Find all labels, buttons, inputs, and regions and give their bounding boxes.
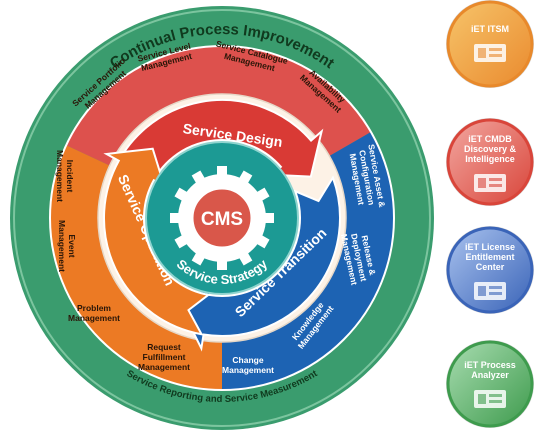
service-operation-arrow [103, 147, 211, 336]
service-transition-arrow [179, 175, 341, 352]
outer-ring-highlight [13, 9, 431, 427]
design-sector-sheen [66, 46, 371, 168]
process-label-line: Incident [65, 160, 75, 193]
app-line-icon [489, 394, 502, 397]
transition-sector [222, 132, 394, 390]
app-panel-icon [478, 394, 486, 404]
app-line-icon [489, 178, 502, 181]
badge-app-icon [474, 282, 506, 300]
cms-badge [190, 186, 254, 250]
process-label-line: Problem [77, 303, 111, 313]
product-badge[interactable]: iET ITSM [446, 0, 534, 88]
service-strategy-ring-edge [145, 141, 299, 295]
process-label-incident: IncidentManagement [55, 150, 75, 202]
app-line-icon [489, 400, 502, 403]
process-label-line: Management [55, 150, 65, 202]
badge-label-line: Center [476, 262, 505, 272]
badge-label-line: Discovery & [464, 144, 517, 154]
app-line-icon [489, 48, 502, 51]
badge-app-icon [474, 44, 506, 62]
cog-tooth [217, 166, 227, 176]
process-label-line: Fulfillment [143, 352, 186, 362]
badge-app-icon [474, 174, 506, 192]
badge-circle [446, 118, 534, 206]
badge-label-line: iET CMDB [468, 134, 512, 144]
cog-tooth [217, 260, 227, 270]
app-line-icon [489, 54, 502, 57]
badge-label-line: iET License [465, 242, 515, 252]
inner-band-border [97, 93, 347, 343]
operation-sector [49, 145, 222, 390]
app-line-icon [489, 292, 502, 295]
badge-label: iET ITSM [471, 24, 509, 34]
process-label-line: Management [68, 313, 120, 323]
badge-circle [446, 226, 534, 314]
process-ring [49, 46, 394, 390]
badge-circle [446, 340, 534, 428]
app-line-icon [489, 184, 502, 187]
process-label-line: Management [222, 365, 274, 375]
process-label-event: EventManagement [57, 220, 77, 272]
badge-label-line: iET Process [464, 360, 516, 370]
design-sector [66, 46, 371, 168]
app-panel-icon [478, 178, 486, 188]
cog-tooth [264, 213, 274, 223]
badge-label-line: Analyzer [471, 370, 509, 380]
process-label-line: Management [57, 220, 67, 272]
badge-label-line: iET ITSM [471, 24, 509, 34]
process-label-asset: Service Asset &ConfigurationManagement [347, 143, 388, 211]
badge-label-line: Intelligence [465, 154, 515, 164]
service-design-arrow [109, 99, 324, 194]
cog-tooth [170, 213, 180, 223]
process-label-line: Management [138, 362, 190, 372]
process-label-line: Change [232, 355, 263, 365]
cms-label: CMS [201, 209, 243, 230]
process-ring-border [49, 45, 395, 391]
app-line-icon [489, 286, 502, 289]
process-label-line: Event [67, 234, 77, 257]
app-panel-icon [478, 48, 486, 58]
process-label-line: Request [147, 342, 181, 352]
badge-label-line: Entitlement [465, 252, 514, 262]
badge-app-icon [474, 390, 506, 408]
app-panel-icon [478, 286, 486, 296]
